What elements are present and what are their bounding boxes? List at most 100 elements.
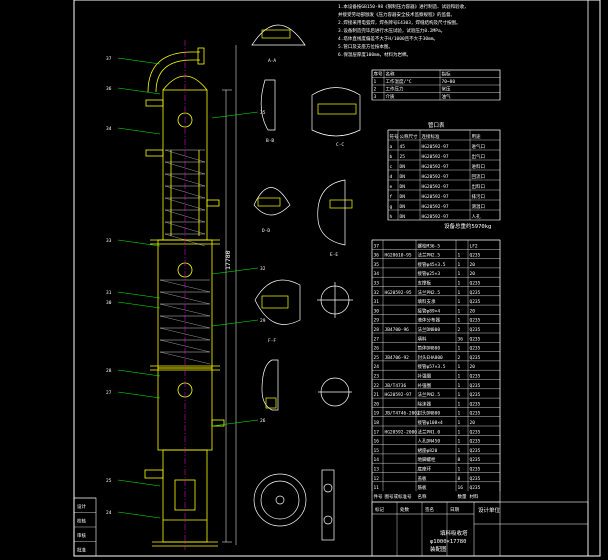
part-balloon: 30 bbox=[106, 300, 112, 306]
title-drawing-spec: φ1000×17780 bbox=[430, 539, 466, 545]
title-rev-header: 日期 bbox=[450, 507, 459, 513]
tower-elevation-view bbox=[144, 47, 225, 547]
table-cell: 1 bbox=[458, 364, 461, 370]
detail-view-label: E-E bbox=[330, 252, 338, 258]
table-cell: 13 bbox=[374, 467, 380, 473]
part-balloon: 34 bbox=[106, 126, 112, 132]
table-cell: 28 bbox=[374, 327, 380, 333]
detail-views bbox=[251, 24, 361, 541]
left-strip-label: 设计 bbox=[77, 503, 86, 510]
table-cell: Q235 bbox=[470, 467, 481, 473]
table-cell: DN bbox=[400, 204, 406, 210]
technical-notes: 1.本设备按GB150-98《钢制压力容器》进行制造、试验和验收，并接受劳动部颁… bbox=[338, 3, 469, 58]
part-balloon: 28 bbox=[106, 368, 112, 374]
table-cell: HG20592-97 bbox=[422, 174, 449, 180]
table-cell: 8 bbox=[458, 457, 461, 463]
table-cell: 31 bbox=[374, 299, 380, 305]
detail-view-anchor bbox=[321, 469, 335, 541]
table-header-cell: 用途 bbox=[472, 133, 481, 140]
table-cell: Q235 bbox=[470, 346, 481, 352]
table-cell: 17 bbox=[374, 429, 380, 435]
table-cell: 裙座φ820 bbox=[418, 447, 438, 454]
detail-view-c bbox=[311, 87, 361, 137]
table-cell: HG20592-97 bbox=[422, 214, 449, 220]
table-cell: 1 bbox=[458, 429, 461, 435]
table-cell: b bbox=[390, 154, 393, 160]
manhole-top bbox=[177, 112, 193, 128]
table-cell: 法兰PN2.5 bbox=[418, 252, 441, 259]
detail-view-e bbox=[317, 179, 346, 246]
table-cell: JB/T4746-2002 bbox=[385, 411, 421, 417]
table-cell: 介质 bbox=[386, 93, 395, 100]
table-cell: 1 bbox=[458, 448, 461, 454]
table-cell: HG20592-2000 bbox=[385, 429, 418, 435]
table-cell: 液体分布器 bbox=[418, 317, 441, 324]
table-cell: 封头EHA800 bbox=[418, 354, 444, 361]
table-cell: Q235 bbox=[470, 327, 481, 333]
table-cell: 1 bbox=[458, 383, 461, 389]
table-cell: 30 bbox=[374, 308, 380, 314]
table-cell: 20 bbox=[470, 364, 476, 370]
table-header-cell: 指标 bbox=[442, 71, 451, 78]
table-cell: 19 bbox=[374, 411, 380, 417]
note-line: 4.塔体直线度偏差不大于H/1000且不大于30mm。 bbox=[338, 35, 438, 42]
table-cell: 补强圈 bbox=[418, 382, 432, 389]
note-line: 并接受劳动部颁发《压力容器安全技术监察规程》的监督。 bbox=[338, 11, 455, 18]
weight-text: 设备总重约5970kg bbox=[444, 222, 491, 230]
table-cell: g bbox=[390, 205, 393, 210]
table-cell: 2 bbox=[374, 87, 377, 93]
table-cell: Q235 bbox=[470, 253, 481, 259]
table-cell: HG20592-97 bbox=[422, 184, 449, 190]
table-cell: Q235 bbox=[470, 439, 481, 445]
table-cell: 20 bbox=[470, 271, 476, 277]
table-cell: 20 bbox=[470, 262, 476, 268]
part-balloon: 27 bbox=[106, 390, 112, 396]
dimension-lines bbox=[222, 45, 237, 545]
part-balloon: 25 bbox=[106, 478, 112, 484]
table-cell: Q235 bbox=[470, 281, 481, 287]
table-cell: 2 bbox=[458, 355, 461, 361]
table-cell: 24 bbox=[374, 364, 380, 370]
part-leader-lines bbox=[117, 57, 259, 519]
table-cell: c bbox=[390, 165, 393, 170]
detail-view-base-ring bbox=[253, 473, 307, 527]
table-cell: 筒体DN800 bbox=[418, 345, 441, 352]
table-cell: 1 bbox=[458, 392, 461, 398]
title-rev-header: 标记 bbox=[375, 506, 384, 513]
table-cell: Q235 bbox=[470, 299, 481, 305]
bom-header-cell: 数量 bbox=[458, 493, 467, 500]
table-cell: 32 bbox=[374, 290, 380, 296]
table-cell: Q235 bbox=[470, 476, 481, 482]
table-cell: 支撑板 bbox=[418, 280, 432, 287]
table-cell: 进气口 bbox=[472, 143, 486, 150]
table-cell: 接管φ89×4 bbox=[418, 307, 441, 314]
table-cell: Q235 bbox=[470, 374, 481, 380]
table-cell: DN bbox=[400, 214, 406, 220]
table-cell: LF2 bbox=[470, 243, 478, 249]
table-cell: Q235 bbox=[470, 448, 481, 454]
detail-view-b bbox=[260, 79, 276, 131]
table-cell: 20 bbox=[470, 308, 476, 314]
title-design-unit: 设计单位 bbox=[478, 506, 501, 514]
tower-height-dimension: 17780 bbox=[224, 250, 232, 270]
part-balloon: 33 bbox=[106, 238, 112, 244]
title-rev-header: 处数 bbox=[400, 506, 409, 513]
table-header-cell: 符号 bbox=[390, 133, 399, 140]
table-cell: 8 bbox=[458, 476, 461, 482]
part-balloon: 32 bbox=[260, 266, 266, 272]
table-cell: 工作压力 bbox=[386, 86, 404, 93]
table-cell: 出料口 bbox=[472, 183, 486, 190]
table-cell: 法兰DN800 bbox=[418, 326, 441, 333]
table-cell: 接管φ57×3.5 bbox=[418, 363, 446, 370]
note-line: 1.本设备按GB150-98《钢制压力容器》进行制造、试验和验收， bbox=[338, 3, 469, 10]
detail-view-h bbox=[261, 359, 279, 411]
part-balloon: 26 bbox=[260, 418, 266, 424]
table-cell: 人孔DN450 bbox=[418, 438, 441, 445]
detail-view-label: D-D bbox=[262, 228, 270, 234]
table-cell: 37 bbox=[374, 243, 380, 249]
table-cell: HG20592-97 bbox=[422, 204, 449, 210]
table-cell: 填料支承 bbox=[418, 298, 436, 305]
table-header-cell: 序号 bbox=[374, 71, 383, 78]
table-cell: f bbox=[390, 194, 393, 200]
